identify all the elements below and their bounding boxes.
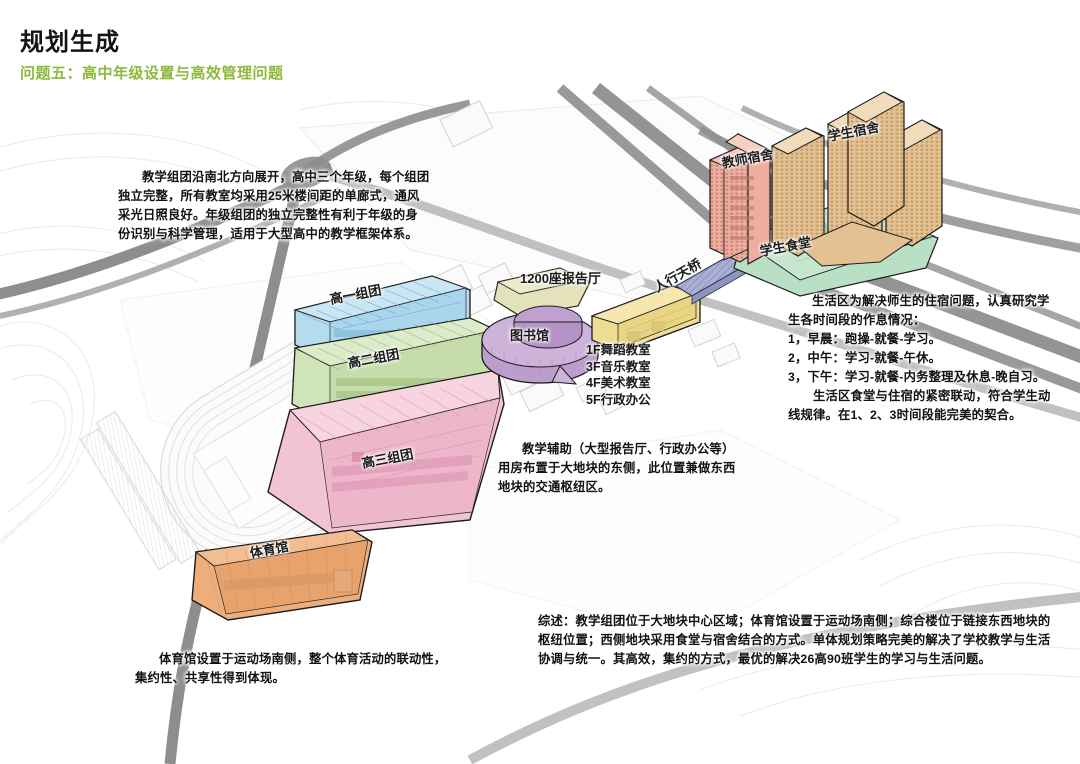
building-complex [590,285,701,353]
building-grade3 [267,369,505,535]
annotation-summary: 综述：教学组团位于大地块中心区域；体育馆设置于运动场南侧；综合楼位于链接东西地块… [538,614,1051,666]
annotation-living-area: 生活区为解决师生的住宿问题，认真研究学生各时间段的作息情况： 1，早晨：跑操-就… [788,294,1051,422]
building-library [481,305,599,385]
map-label-floor-program: 1F舞蹈教室 3F音乐教室 4F美术教室 5F行政办公 [586,343,651,407]
annotation-gymnasium: 体育馆设置于运动场南侧，整个体育活动的联动性，集约性、共享性得到体现。 [135,652,447,685]
map-label-library: 图书馆 [510,328,550,343]
building-lecture-hall [493,267,591,317]
annotation-teaching-clusters: 教学组团沿南北方向展开，高中三个年级，每个组团独立完整，所有教室均采用25米楼间… [118,170,430,241]
building-gymnasium [191,529,373,621]
map-label-lecture-hall: 1200座报告厅 [520,271,601,286]
building-student-dorm [770,91,943,267]
page-subtitle: 问题五：高中年级设置与高效管理问题 [20,65,284,82]
annotation-teaching-auxiliary: 教学辅助（大型报告厅、行政办公等）用房布置于大地块的东侧，此位置兼做东西地块的交… [498,442,736,494]
building-teacher-dorm [708,132,772,266]
page-title: 规划生成 [20,29,120,56]
site-kiosks [575,270,741,416]
contour-lines [0,100,1080,717]
